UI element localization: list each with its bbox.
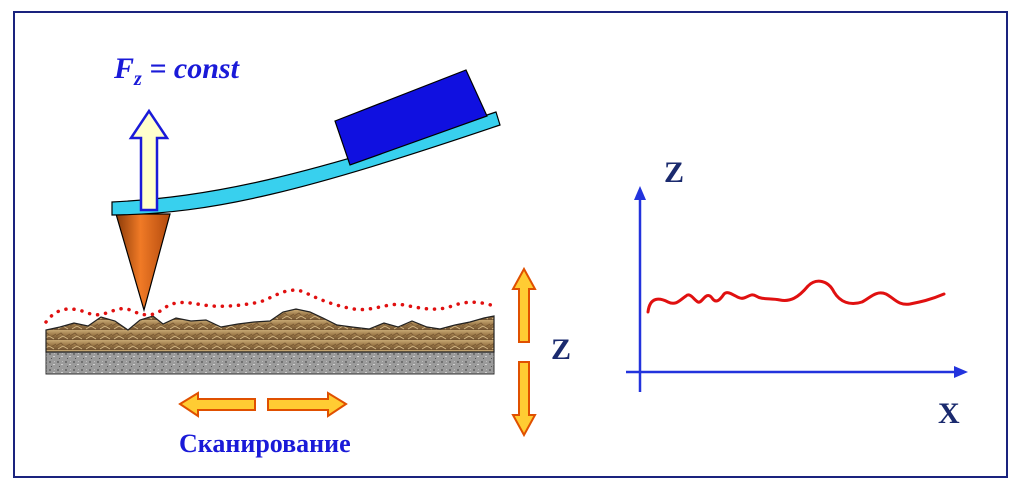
scan-label: Сканирование [179, 429, 351, 458]
z-arrow-up [511, 266, 537, 343]
graph-x-axis-arrowhead [954, 366, 968, 378]
graph-x-axis-label: X [938, 397, 960, 430]
z-side-label: Z [551, 333, 571, 366]
scan-arrow-left [178, 391, 256, 418]
force-label: Fz = const [113, 52, 241, 90]
frame-border [13, 11, 1008, 478]
force-arrow [128, 108, 170, 212]
substrate [45, 351, 495, 375]
sample-surface [45, 308, 495, 353]
graph-y-axis-label: Z [664, 156, 684, 189]
graph-height-trace [646, 279, 946, 314]
cantilever-holder [334, 69, 488, 166]
tip-trajectory-dotted [44, 288, 496, 324]
graph-y-axis-arrowhead [634, 186, 646, 200]
z-arrow-down [511, 361, 537, 438]
scan-arrow-right [267, 391, 348, 418]
